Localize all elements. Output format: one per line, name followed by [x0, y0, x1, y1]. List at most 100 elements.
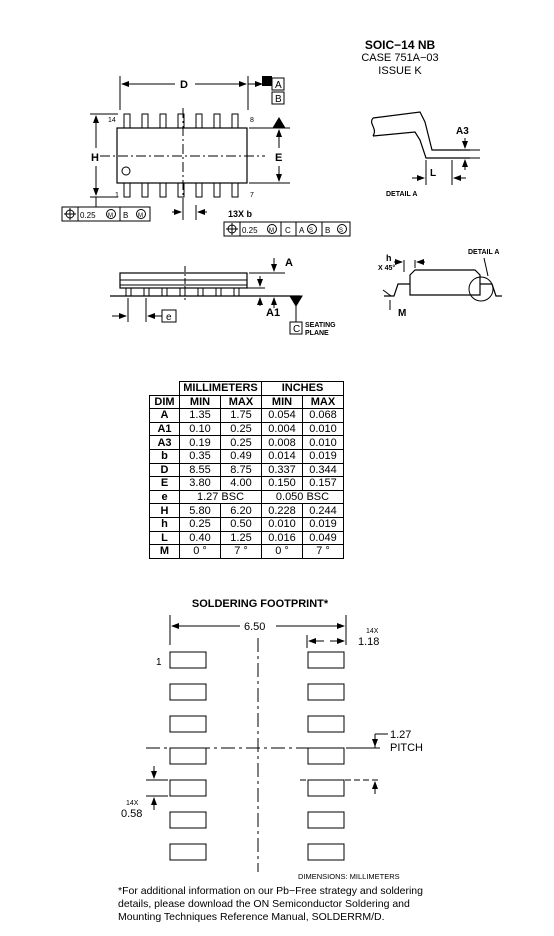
cell-dim: H — [149, 503, 180, 518]
dim-h-label: H — [91, 152, 99, 164]
cell: 0.068 — [302, 408, 344, 423]
table-group-header: MILLIMETERS INCHES — [149, 381, 344, 396]
cell: 5.80 — [179, 503, 221, 518]
cell: 0.019 — [302, 516, 344, 532]
cell: 0.25 — [220, 435, 262, 450]
fp-pad-count-top: 14X — [366, 628, 379, 635]
fcf-right-s1: S — [309, 228, 313, 234]
cell: 0.150 — [261, 476, 303, 491]
fcf-right-m: M — [269, 228, 274, 234]
cell: 0.49 — [220, 448, 262, 464]
footnote: *For additional information on our Pb−Fr… — [118, 885, 423, 923]
lead-width-label: 13X b — [228, 209, 253, 219]
footprint-drawing: 6.50 14X 1.18 1 1.27 PITCH 14X 0.58 — [121, 615, 423, 872]
fcf-right-b: B — [325, 226, 330, 235]
cell: 1.27 BSC — [179, 489, 262, 505]
cell-dim: E — [149, 476, 180, 491]
datum-a-label: A — [275, 80, 282, 91]
cell-dim: L — [149, 530, 180, 546]
pin-14-label: 14 — [108, 117, 116, 124]
datum-c-label: C — [293, 324, 300, 335]
plane-label: PLANE — [305, 330, 329, 337]
side-dim-a1: A1 — [266, 307, 280, 319]
cell: 0.25 — [179, 516, 221, 532]
cell: 0.344 — [302, 462, 344, 478]
detail-dim-a3: A3 — [456, 126, 469, 137]
footprint-title: SOLDERING FOOTPRINT* — [191, 598, 329, 610]
fcf-right-a: A — [299, 226, 305, 235]
fp-pad-width: 0.58 — [121, 808, 142, 820]
cell: 0.244 — [302, 503, 344, 518]
cell: 0.19 — [179, 435, 221, 450]
table-col-header: DIM MIN MAX MIN MAX — [149, 394, 344, 410]
end-x45: X 45° — [378, 264, 395, 272]
pin-8-label: 8 — [250, 117, 254, 124]
top-view — [61, 76, 351, 237]
cell: 1.75 — [220, 408, 262, 423]
issue-label: ISSUE K — [378, 65, 422, 77]
dim-e-label: E — [275, 152, 282, 164]
cell: 0.228 — [261, 503, 303, 518]
end-dim-m: M — [398, 308, 406, 319]
cell-dim: A3 — [149, 435, 180, 450]
cell: 0.25 — [220, 421, 262, 437]
fcf-left-m2: M — [138, 213, 143, 219]
cell: 0 ° — [261, 544, 303, 559]
cell: 0.050 BSC — [261, 489, 344, 505]
cell: 0.054 — [261, 408, 303, 423]
cell: 0 ° — [179, 544, 221, 559]
fcf-right-tol: 0.25 — [242, 226, 258, 235]
cell: 0.157 — [302, 476, 344, 491]
fp-pad-length: 1.18 — [358, 636, 379, 648]
cell: 8.55 — [179, 462, 221, 478]
col-mm-min: MIN — [179, 394, 221, 410]
cell: 7 ° — [220, 544, 262, 559]
col-in-min: MIN — [261, 394, 303, 410]
cell-dim: M — [149, 544, 180, 559]
cell: 6.20 — [220, 503, 262, 518]
case-number: CASE 751A−03 — [361, 52, 439, 64]
cell: 0.049 — [302, 530, 344, 546]
side-dim-e: e — [166, 312, 172, 323]
cell-dim: A — [149, 408, 180, 423]
fcf-left-tol: 0.25 — [80, 211, 96, 220]
cell-dim: D — [149, 462, 180, 478]
fcf-right-s2: S — [339, 228, 343, 234]
dim-d-label: D — [180, 79, 188, 91]
dimensions-table: MILLIMETERS INCHES DIM MIN MAX MIN MAX A… — [149, 381, 344, 559]
side-view — [110, 258, 303, 335]
cell-dim: b — [149, 448, 180, 464]
side-dim-a: A — [285, 257, 293, 269]
package-title: SOIC−14 NB — [364, 38, 436, 52]
pin-1-label: 1 — [115, 192, 119, 199]
fcf-right-c: C — [285, 226, 291, 235]
package-drawing: D A B 14 8 1 7 H E 0.25 M B M 13X b 0.25… — [61, 76, 502, 337]
fp-pad-count-left: 14X — [126, 800, 139, 807]
col-in-max: MAX — [302, 394, 344, 410]
cell: 0.008 — [261, 435, 303, 450]
cell: 0.337 — [261, 462, 303, 478]
cell: 0.019 — [302, 448, 344, 464]
cell: 1.35 — [179, 408, 221, 423]
cell-dim: e — [149, 489, 180, 505]
group-mm: MILLIMETERS — [179, 381, 262, 396]
cell: 0.10 — [179, 421, 221, 437]
fp-pin1-label: 1 — [156, 657, 162, 668]
detail-a-view — [370, 111, 480, 185]
detail-dim-l: L — [430, 168, 436, 179]
fcf-left-m1: M — [108, 213, 113, 219]
cell: 1.25 — [220, 530, 262, 546]
cell-dim: A1 — [149, 421, 180, 437]
detail-a-ref: DETAIL A — [468, 249, 499, 256]
fp-pitch-label: PITCH — [390, 742, 423, 754]
cell: 0.010 — [302, 435, 344, 450]
